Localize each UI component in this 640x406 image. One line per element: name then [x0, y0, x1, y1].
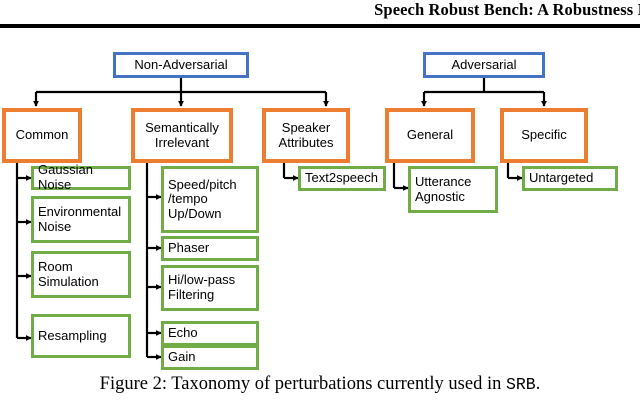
category-node-semantically-irrelevant[interactable]: Semantically Irrelevant	[131, 108, 233, 163]
category-node-general[interactable]: General	[385, 108, 475, 163]
leaf-node-phaser[interactable]: Phaser	[161, 236, 259, 261]
category-node-specific[interactable]: Specific	[500, 108, 588, 163]
page-header: Speech Robust Bench: A Robustness I	[0, 0, 640, 28]
leaf-node-echo[interactable]: Echo	[161, 321, 259, 346]
leaf-node-room-simulation[interactable]: Room Simulation	[31, 251, 131, 298]
leaf-node-hi-low-pass-filtering[interactable]: Hi/low-pass Filtering	[161, 265, 259, 311]
figure-caption: Figure 2: Taxonomy of perturbations curr…	[0, 374, 640, 395]
category-node-common[interactable]: Common	[2, 108, 82, 163]
leaf-node-resampling[interactable]: Resampling	[31, 314, 131, 358]
leaf-node-gaussian-noise[interactable]: Gaussian Noise	[31, 163, 131, 192]
leaf-node-text2speech[interactable]: Text2speech	[298, 166, 386, 191]
header-rule	[0, 24, 640, 28]
leaf-node-speed-pitch-tempo[interactable]: Speed/pitch /tempo Up/Down	[161, 166, 259, 233]
paper-running-title: Speech Robust Bench: A Robustness I	[374, 0, 640, 19]
leaf-node-environmental-noise[interactable]: Environmental Noise	[31, 196, 131, 243]
root-node-adversarial[interactable]: Adversarial	[423, 52, 545, 78]
taxonomy-diagram: Non-Adversarial Adversarial Common Seman…	[0, 30, 640, 370]
connector-lines	[15, 78, 547, 360]
leaf-node-gain[interactable]: Gain	[161, 345, 259, 370]
figure-caption-prefix: Figure 2: Taxonomy of perturbations curr…	[99, 374, 506, 394]
leaf-node-utterance-agnostic[interactable]: Utterance Agnostic	[408, 166, 498, 213]
category-node-speaker-attributes[interactable]: Speaker Attributes	[262, 108, 350, 163]
leaf-node-untargeted[interactable]: Untargeted	[522, 166, 618, 191]
figure-caption-suffix: .	[535, 374, 541, 394]
figure-caption-srb: SRB	[505, 375, 536, 394]
root-node-non-adversarial[interactable]: Non-Adversarial	[113, 52, 249, 78]
